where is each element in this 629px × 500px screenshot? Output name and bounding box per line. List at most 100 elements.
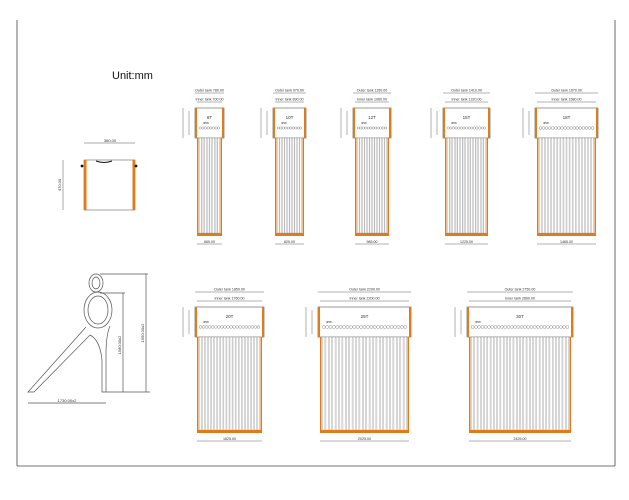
tube-port [205, 325, 209, 329]
tube-port [232, 325, 236, 329]
tube-port [546, 325, 550, 329]
tube-port [513, 325, 517, 329]
tube-port [542, 325, 547, 329]
tube-port [244, 325, 248, 329]
tube-port [393, 325, 397, 329]
tube-port [201, 126, 205, 130]
vacuum-tube [372, 137, 375, 234]
tube-port [578, 126, 582, 130]
tube-port [400, 325, 404, 329]
vacuum-tube [374, 137, 377, 234]
frame-side-left [197, 337, 199, 430]
vacuum-tube [366, 336, 370, 431]
tube-port [548, 126, 552, 130]
tube-port [497, 325, 501, 329]
vacuum-tube [566, 336, 569, 431]
frame-side-left [197, 138, 199, 233]
tube-port [533, 325, 537, 329]
vacuum-tube [562, 336, 566, 431]
vacuum-tube [475, 137, 479, 234]
vacuum-tube [487, 336, 491, 431]
tube-port [226, 325, 230, 329]
tube-port [338, 325, 343, 329]
tube-port [590, 126, 595, 130]
vacuum-tube [548, 137, 551, 234]
vacuum-tube [530, 336, 533, 431]
vacuum-tube [229, 336, 233, 431]
vacuum-tube [357, 137, 360, 234]
tube-port [201, 325, 206, 329]
tube-diameter-label: Φ58 [326, 320, 332, 324]
tube-port [250, 325, 254, 329]
vacuum-tube [209, 137, 212, 234]
vacuum-tube [214, 336, 218, 431]
vacuum-tube [582, 137, 585, 234]
outer-tank-label: Outer tank 1850.00 [214, 288, 245, 292]
vacuum-tube [390, 336, 394, 431]
tube-diameter-label: Φ58 [451, 121, 457, 125]
tank-end-cap-right [571, 307, 573, 337]
tube-port [291, 126, 295, 130]
tube-port [279, 126, 283, 130]
tube-port [552, 325, 556, 329]
tank-end-cap-left [195, 108, 197, 138]
vacuum-tube [454, 137, 458, 234]
tube-port [541, 126, 546, 130]
vacuum-tube [533, 336, 537, 431]
vacuum-tube [241, 336, 245, 431]
vacuum-tube [383, 336, 387, 431]
tube-port [281, 126, 285, 130]
tube-port [198, 325, 203, 329]
tube-port [480, 126, 484, 130]
width-label: 665.00 [204, 240, 215, 244]
vacuum-tube [279, 137, 282, 234]
tube-port [403, 325, 408, 329]
tube-port [204, 126, 207, 130]
width-label: 2425.00 [514, 437, 527, 441]
vacuum-tube [526, 336, 530, 431]
vacuum-tube [552, 336, 556, 431]
vacuum-tube [457, 137, 460, 234]
width-label: 825.00 [284, 240, 295, 244]
vacuum-tube [543, 336, 546, 431]
tube-port [289, 126, 293, 130]
tube-port [560, 126, 564, 130]
tube-port [569, 126, 573, 130]
vacuum-tube [569, 137, 573, 234]
tube-diameter-label: Φ58 [475, 320, 481, 324]
vacuum-tube [380, 336, 383, 431]
tank [466, 306, 574, 338]
tube-port [284, 126, 288, 130]
tube-port [549, 325, 553, 329]
tube-port [446, 126, 450, 130]
inner-tank-label: Inner tank 1060.00 [357, 98, 387, 102]
tank-end-cap-right [409, 307, 411, 337]
vacuum-tube [292, 137, 295, 234]
tube-port [276, 126, 280, 130]
vacuum-tube [201, 137, 205, 234]
tube-port [506, 325, 511, 329]
bottom-rail [537, 233, 596, 236]
vacuum-tube [546, 336, 550, 431]
tank-end-cap-right [304, 108, 306, 138]
tube-port [381, 126, 385, 130]
vacuum-tube [369, 137, 372, 234]
width-label: 2025.00 [358, 437, 371, 441]
vacuum-tube [369, 336, 373, 431]
tube-port [562, 325, 566, 329]
vacuum-tube [282, 137, 285, 234]
frame-side-right [486, 138, 488, 233]
tube-port [214, 126, 218, 130]
outer-tank-label: Outer tank 1670.00 [551, 89, 582, 93]
tube-port [372, 325, 377, 329]
tube-port [493, 325, 498, 329]
tube-port [349, 325, 353, 329]
bottom-rail [197, 233, 222, 236]
tube-port [366, 325, 370, 329]
tube-port [359, 325, 363, 329]
